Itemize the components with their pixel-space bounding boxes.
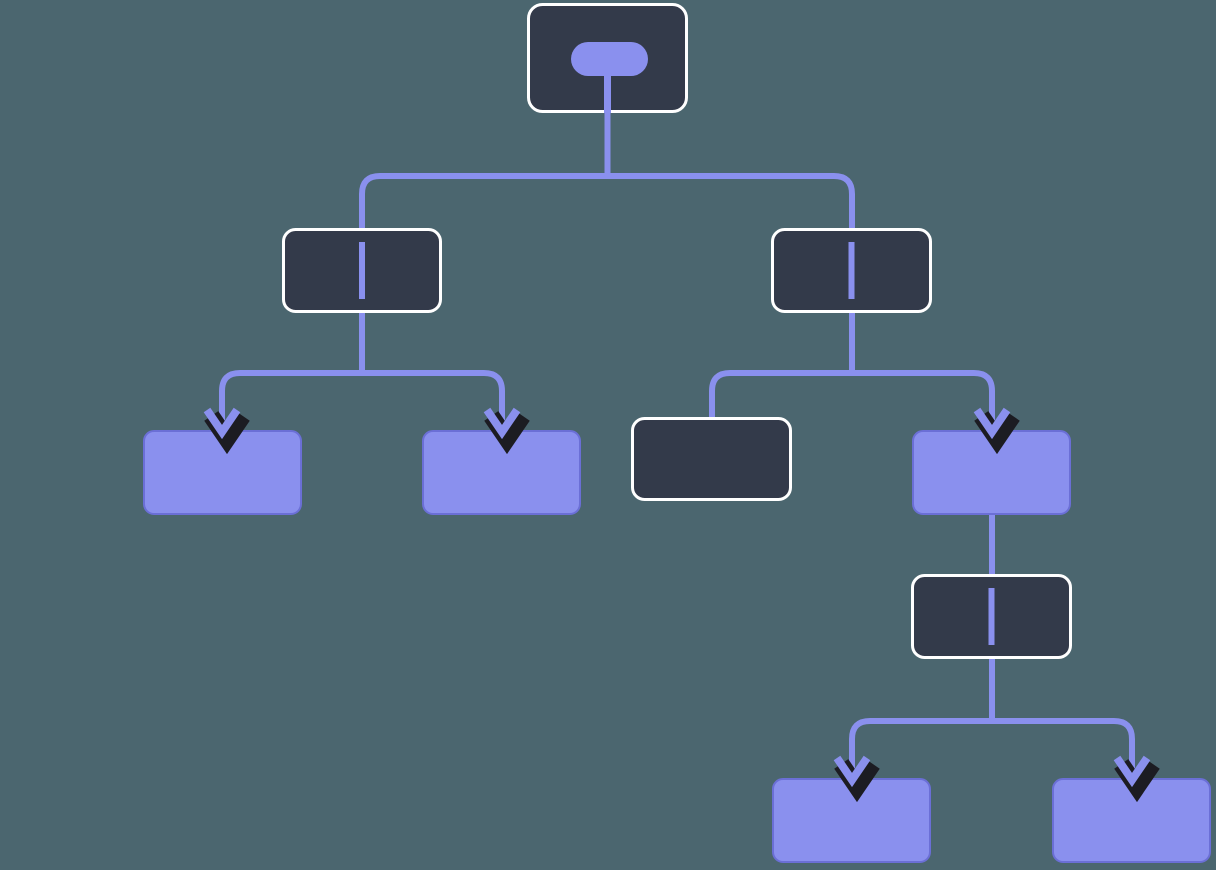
edge-layer	[219, 58, 1135, 782]
arrowhead-chevron	[833, 755, 871, 788]
node-glyph-bar-n-l1	[359, 242, 365, 299]
arrowhead-chevron	[1113, 755, 1151, 788]
node-root[interactable]	[527, 3, 688, 114]
arrowhead-arrow-l1-a	[203, 407, 250, 455]
arrowhead-arrow-r2-b	[1113, 755, 1160, 803]
arrowhead-arrow-r1-b	[973, 407, 1020, 455]
node-glyph-bar-n-r2	[988, 588, 995, 645]
node-n-r1-a[interactable]	[631, 417, 792, 501]
edge-e-root-l1	[359, 173, 608, 313]
node-n-r2[interactable]	[911, 574, 1072, 659]
edge-e-r2-a	[849, 718, 992, 782]
node-glyph-bar-n-r1	[848, 242, 855, 299]
arrowhead-chevron	[203, 407, 241, 440]
arrowhead-chevron	[483, 407, 521, 440]
edge-e-r1-b	[852, 370, 995, 434]
node-glyph-stem-root	[604, 76, 611, 113]
edge-e-r2-b	[992, 718, 1135, 782]
arrowhead-arrow-r2-a	[833, 755, 880, 803]
edge-e-r1-a	[709, 370, 852, 419]
node-n-l1[interactable]	[282, 228, 442, 313]
arrow-layer	[203, 407, 1160, 803]
node-body-n-r1-a[interactable]	[631, 417, 792, 501]
arrowhead-chevron	[973, 407, 1011, 440]
edge-e-l1-a	[219, 370, 362, 434]
arrowhead-arrow-l1-b	[483, 407, 530, 455]
node-layer	[143, 3, 1211, 863]
node-glyph-pill-root	[571, 42, 648, 76]
node-n-r1[interactable]	[771, 228, 932, 313]
edge-e-l1-b	[362, 370, 505, 434]
edge-e-root-r1	[607, 173, 855, 313]
